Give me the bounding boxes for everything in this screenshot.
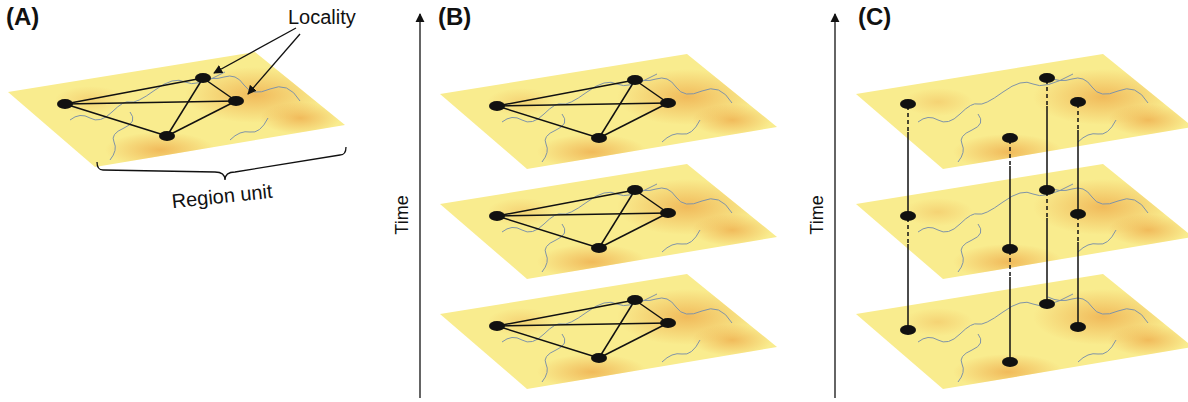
region-plane [856, 164, 1188, 280]
callout-label: Locality [288, 6, 356, 28]
temporal-links [908, 80, 1078, 362]
axis-label: Time [393, 195, 413, 234]
region-bracket [97, 147, 346, 180]
locality-network [57, 73, 244, 141]
bracket-label: Region unit [171, 180, 274, 212]
region-plane [856, 54, 1188, 170]
locality-dots [900, 73, 1086, 367]
layer [440, 54, 777, 170]
panel-letter: (B) [438, 4, 471, 30]
time-axis [834, 14, 835, 398]
axis-label: Time [808, 195, 828, 234]
panel-letter: (A) [6, 4, 39, 30]
layer [440, 274, 777, 390]
time-axis [419, 14, 420, 398]
region-plane [856, 274, 1188, 390]
region-plane [8, 52, 345, 168]
panel-letter: (C) [858, 4, 891, 30]
layer [440, 164, 777, 280]
callout-arrows [214, 28, 300, 94]
